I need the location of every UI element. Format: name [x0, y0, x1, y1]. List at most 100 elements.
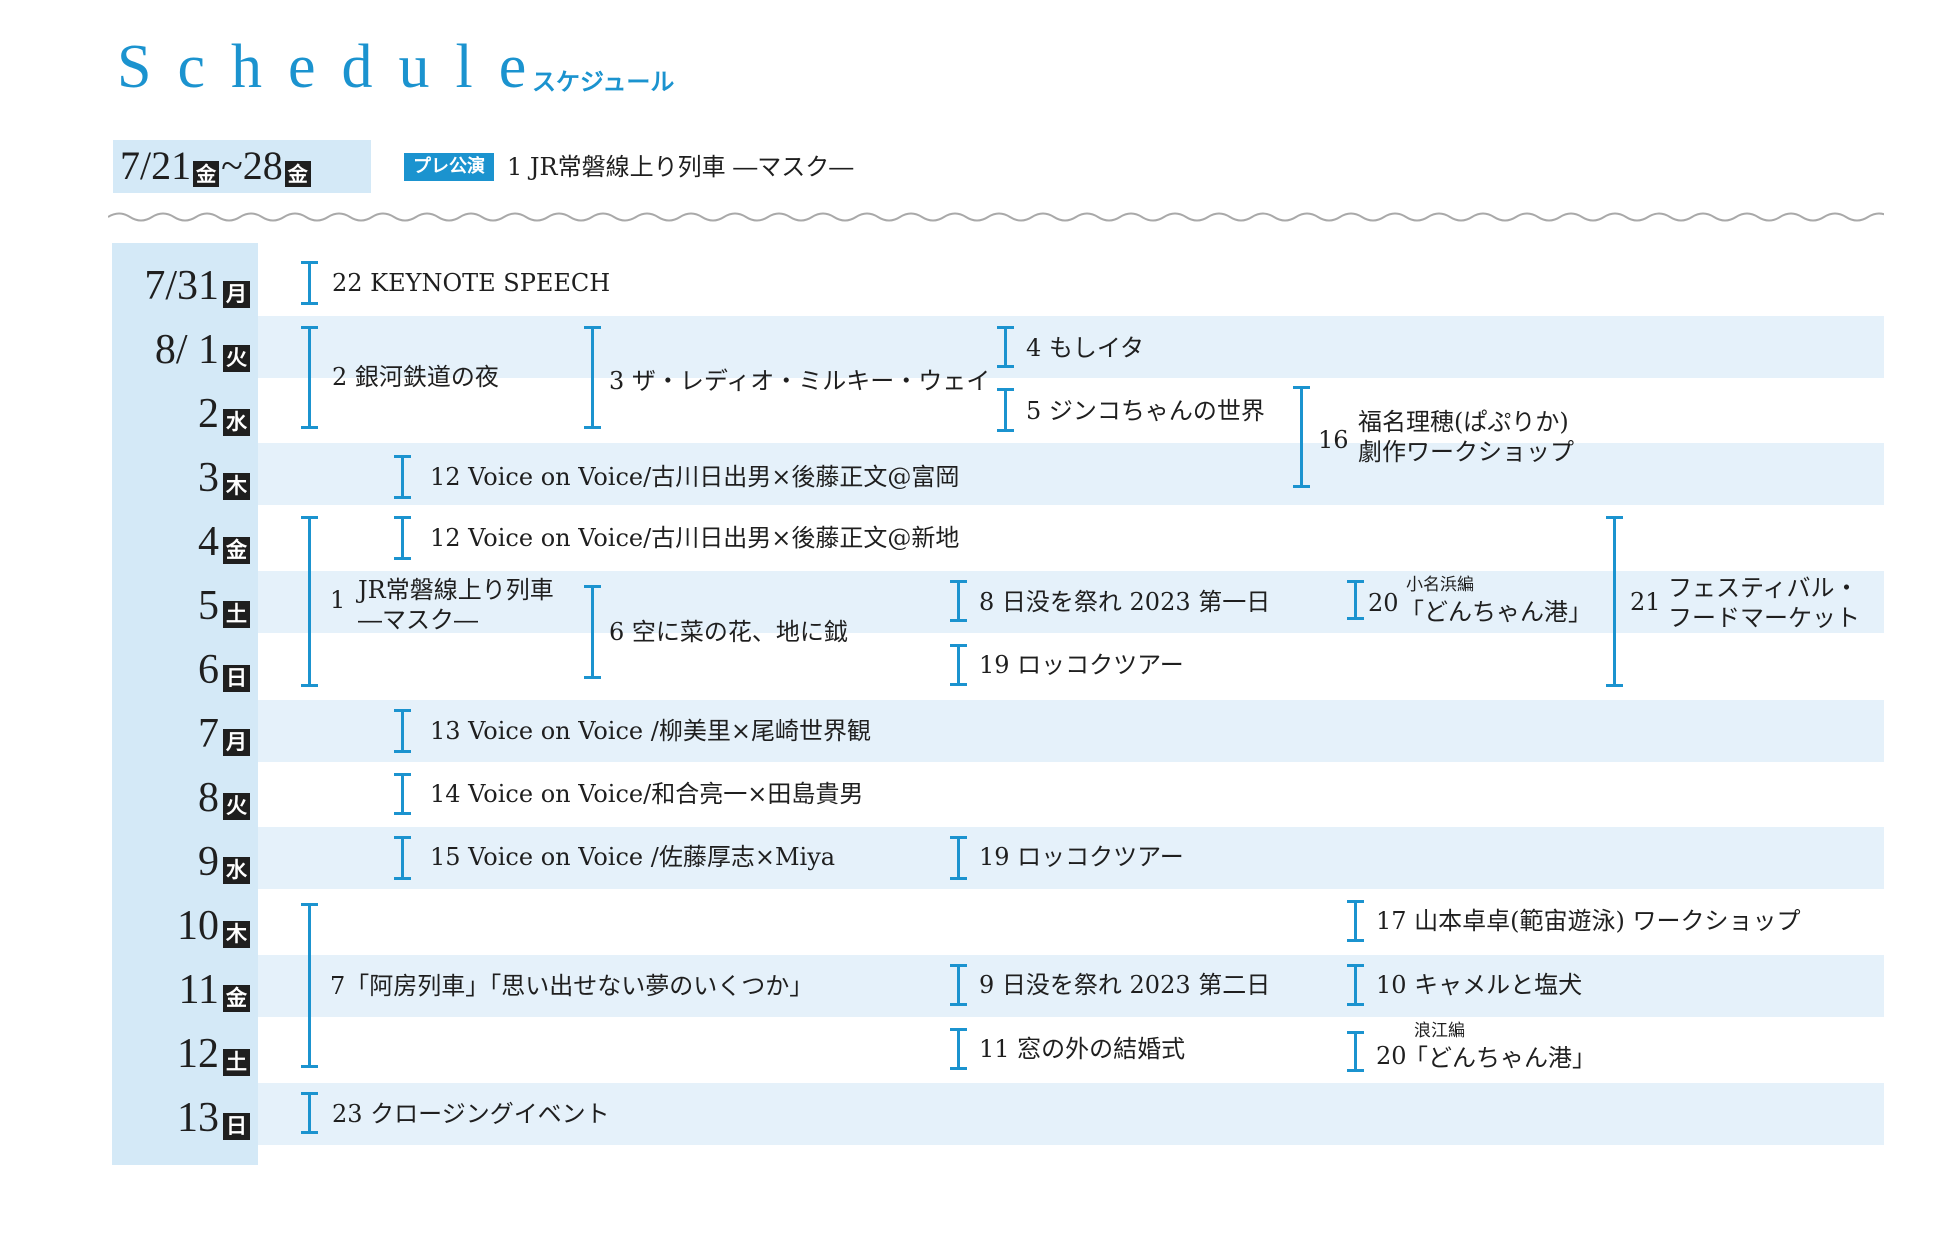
event-jr-number: 1 [330, 586, 346, 614]
weekday-badge: 土 [223, 601, 250, 628]
span-bar [1347, 580, 1364, 620]
span-bar [301, 1092, 318, 1134]
event-fes-line1: フェスティバル・ [1668, 574, 1859, 602]
event-16-number: 16 [1318, 426, 1349, 454]
span-bar [394, 455, 411, 499]
wave-divider [108, 212, 1884, 222]
event-yamamoto: 17 山本卓卓(範宙遊泳) ワークショップ [1376, 907, 1801, 935]
page-subtitle: スケジュール [532, 68, 675, 96]
span-bar [997, 388, 1014, 432]
weekday-badge: 日 [223, 665, 250, 692]
row-band-8-13 [258, 1083, 1884, 1145]
span-bar [950, 580, 967, 622]
event-donchan2-number: 20 [1376, 1042, 1407, 1070]
event-16-line2: 劇作ワークショップ [1358, 438, 1574, 466]
event-voice-shinchi: 12 Voice on Voice/古川日出男×後藤正文@新地 [430, 524, 960, 552]
event-jr-line2: ―マスク― [358, 606, 478, 634]
row-band-8-3 [258, 443, 1884, 505]
weekday-badge: 水 [223, 857, 250, 884]
weekday-badge: 木 [223, 473, 250, 500]
event-donchan1-number: 20 [1368, 589, 1399, 617]
span-bar [301, 261, 318, 305]
event-voice-14: 14 Voice on Voice/和合亮一×田島貴男 [430, 780, 864, 808]
span-bar [301, 326, 318, 429]
date-column [112, 243, 258, 1165]
event-keynote: 22 KEYNOTE SPEECH [332, 269, 611, 297]
event-voice-15: 15 Voice on Voice /佐藤厚志×Miya [430, 843, 836, 871]
pre-event-title: 1 JR常磐線上り列車 ―マスク― [507, 153, 854, 181]
weekday-badge: 火 [223, 345, 250, 372]
span-bar [997, 326, 1014, 368]
row-band-8-1 [258, 316, 1884, 378]
span-bar [1347, 1031, 1364, 1072]
event-rokko-2: 19 ロッコクツアー [979, 843, 1184, 871]
pre-performance-badge: プレ公演 [404, 153, 494, 181]
weekday-badge: 土 [223, 1049, 250, 1076]
event-donchan2-area: 浪江編 [1414, 1021, 1465, 1041]
event-ginga: 2 銀河鉄道の夜 [332, 363, 499, 391]
span-bar [394, 836, 411, 880]
pre-date-start: 7/21 [120, 143, 192, 188]
event-moshiita: 4 もしイタ [1026, 334, 1144, 362]
span-bar [1293, 386, 1310, 488]
span-bar [1347, 900, 1364, 942]
event-camel: 10 キャメルと塩犬 [1376, 971, 1583, 999]
event-voice-tomioka: 12 Voice on Voice/古川日出男×後藤正文@富岡 [430, 463, 960, 491]
weekday-badge: 日 [223, 1113, 250, 1140]
event-radio: 3 ザ・レディオ・ミルキー・ウェイ [609, 367, 991, 395]
event-donchan2-title: 「どんちゃん港」 [1404, 1044, 1596, 1072]
event-hinbotsu-2: 9 日没を祭れ 2023 第二日 [979, 971, 1271, 999]
span-bar [394, 773, 411, 815]
row-band-8-7 [258, 700, 1884, 762]
row-band-8-11 [258, 955, 1884, 1017]
span-bar [584, 326, 601, 429]
span-bar [584, 585, 601, 679]
weekday-badge: 木 [223, 921, 250, 948]
event-donchan1-area: 小名浜編 [1406, 575, 1474, 595]
span-bar [301, 903, 318, 1068]
span-bar [950, 964, 967, 1006]
event-window: 11 窓の外の結婚式 [979, 1035, 1186, 1063]
span-bar [301, 516, 318, 687]
event-jinko: 5 ジンコちゃんの世界 [1026, 397, 1265, 425]
event-abo: 7「阿房列車」「思い出せない夢のいくつか」 [330, 972, 814, 1000]
event-fes-number: 21 [1630, 588, 1661, 616]
span-bar [950, 644, 967, 686]
event-voice-13: 13 Voice on Voice /柳美里×尾崎世界観 [430, 717, 871, 745]
span-bar [394, 516, 411, 560]
span-bar [1347, 964, 1364, 1006]
event-closing: 23 クロージングイベント [332, 1100, 610, 1128]
event-hinbotsu-1: 8 日没を祭れ 2023 第一日 [979, 588, 1271, 616]
weekday-badge: 金 [223, 537, 250, 564]
event-sora: 6 空に菜の花、地に鉞 [609, 618, 848, 646]
row-band-8-9 [258, 827, 1884, 889]
weekday-badge: 月 [223, 729, 250, 756]
event-rokko-1: 19 ロッコクツアー [979, 651, 1184, 679]
pre-dow-end: 金 [284, 161, 311, 187]
span-bar [1606, 516, 1623, 687]
span-bar [950, 836, 967, 880]
weekday-badge: 月 [223, 281, 250, 308]
pre-dow-start: 金 [193, 161, 220, 187]
weekday-badge: 水 [223, 409, 250, 436]
weekday-badge: 火 [223, 793, 250, 820]
span-bar [950, 1028, 967, 1070]
span-bar [394, 709, 411, 753]
event-donchan1-title: 「どんちゃん港」 [1400, 598, 1592, 626]
page-title: Schedule [117, 33, 553, 101]
event-16-line1: 福名理穂(ぱぷりか) [1358, 408, 1569, 436]
